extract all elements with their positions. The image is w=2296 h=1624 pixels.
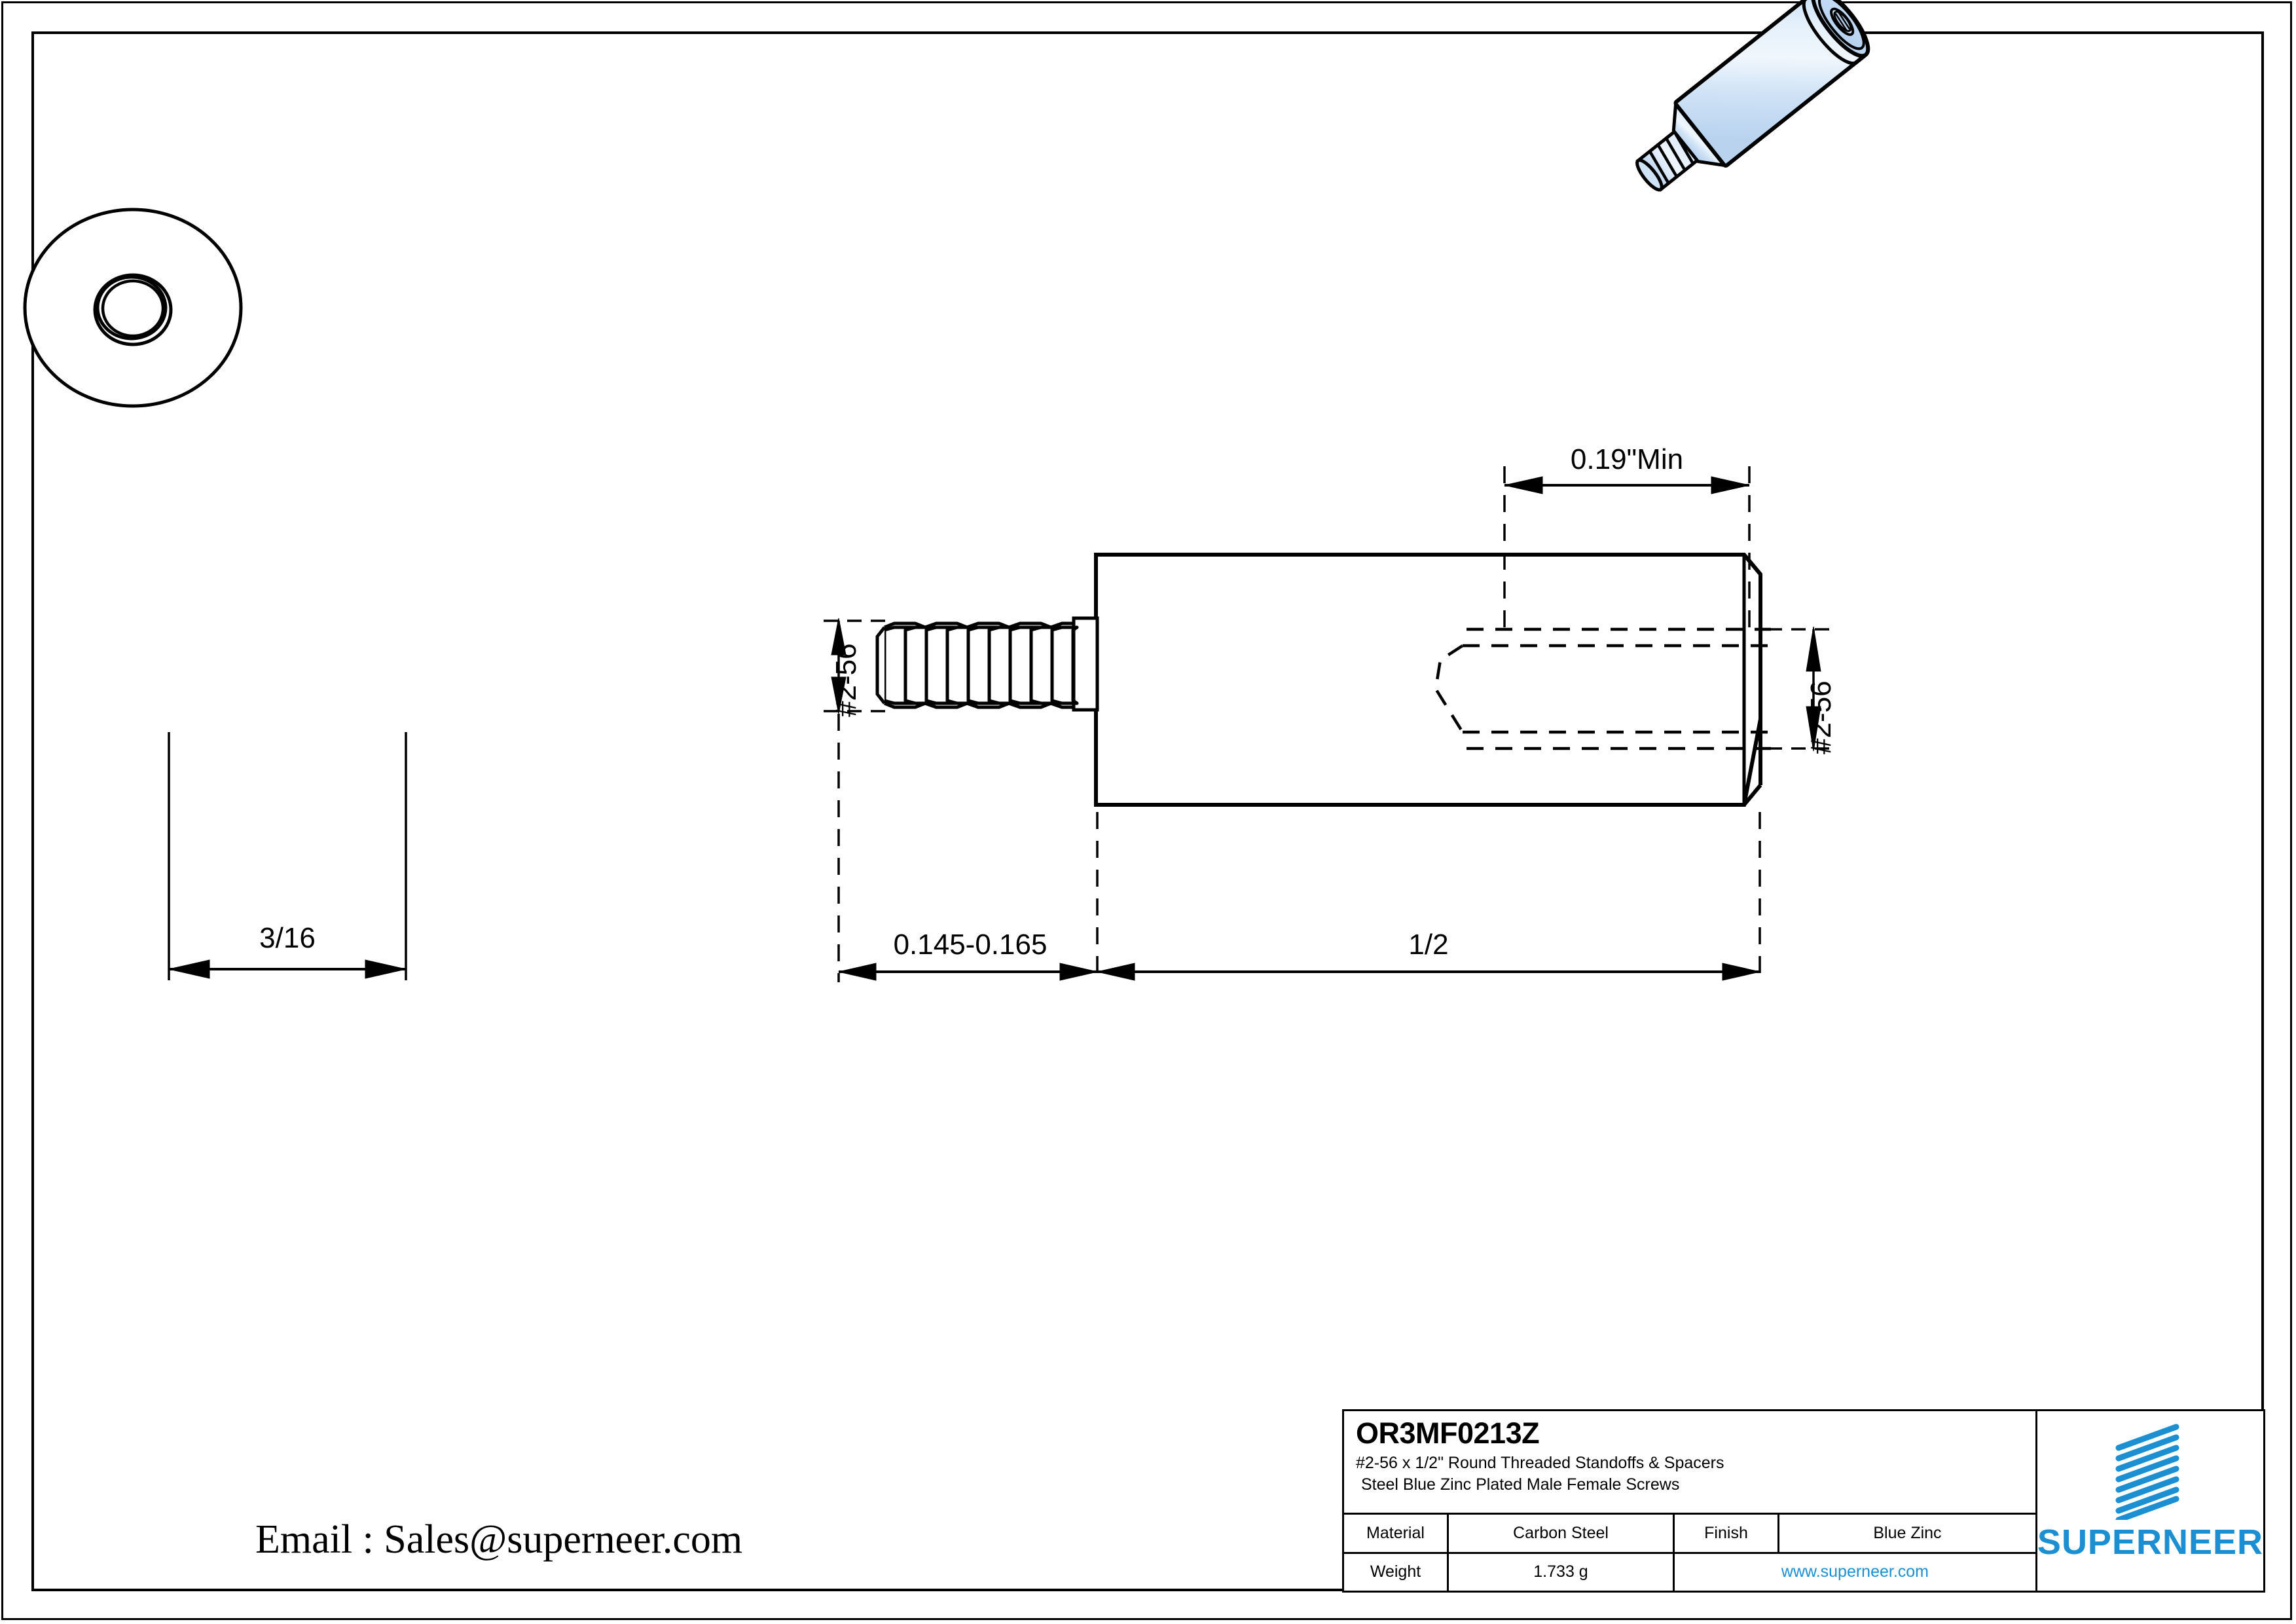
dimension-label-thread-length: 0.145-0.165 <box>893 929 1048 961</box>
dimension-label-tap-depth: 0.19"Min <box>1570 443 1684 475</box>
dimension-label-end-view-diameter: 3/16 <box>259 922 316 954</box>
description-line-1: #2-56 x 1/2" Round Threaded Standoffs & … <box>1356 1454 1724 1472</box>
brand-name: SUPERNEER <box>2037 1522 2263 1562</box>
title-block-row-weight: Weight 1.733 g www.superneer.com <box>1344 1553 2035 1591</box>
dimension-label-body-length: 1/2 <box>1408 929 1449 961</box>
superneer-stripes-icon <box>2115 1424 2179 1520</box>
finish-value: Blue Zinc <box>1873 1523 1942 1542</box>
material-label: Material <box>1344 1515 1449 1552</box>
title-block: OR3MF0213Z #2-56 x 1/2" Round Threaded S… <box>1342 1409 2265 1593</box>
title-block-info: OR3MF0213Z #2-56 x 1/2" Round Threaded S… <box>1344 1411 2037 1591</box>
title-block-row-material: Material Carbon Steel Finish Blue Zinc <box>1344 1515 2035 1554</box>
dimension-label-male-thread: #2-56 <box>830 643 862 717</box>
description-line-2: Steel Blue Zinc Plated Male Female Screw… <box>1361 1475 1680 1494</box>
part-number: OR3MF0213Z <box>1356 1416 1540 1450</box>
weight-value: 1.733 g <box>1449 1553 1675 1591</box>
brand-logo: SUPERNEER <box>2037 1411 2263 1591</box>
title-block-description: OR3MF0213Z #2-56 x 1/2" Round Threaded S… <box>1344 1411 2035 1515</box>
dimension-label-female-thread: #2-56 <box>1805 680 1837 754</box>
finish-label: Finish <box>1675 1515 1779 1552</box>
material-value: Carbon Steel <box>1449 1515 1675 1552</box>
contact-email: Email : Sales@superneer.com <box>255 1517 743 1562</box>
weight-label: Weight <box>1344 1553 1449 1591</box>
sheet-inner-border <box>31 31 2264 1591</box>
website-link[interactable]: www.superneer.com <box>1781 1562 1929 1581</box>
